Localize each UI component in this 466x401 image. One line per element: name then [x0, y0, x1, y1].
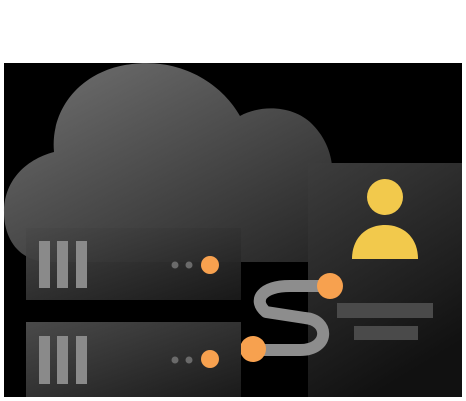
detail-line	[337, 303, 433, 318]
cloud-icon	[4, 63, 354, 262]
server-slot	[76, 336, 87, 384]
user-icon	[352, 179, 418, 259]
server-slot	[57, 336, 68, 384]
server-icon	[26, 322, 241, 397]
status-dot	[171, 261, 179, 269]
connector-icon	[240, 273, 343, 362]
status-dot	[171, 356, 179, 364]
detail-line	[354, 326, 418, 340]
server-slot	[57, 241, 68, 288]
connector-port	[240, 336, 266, 362]
status-dot	[185, 356, 193, 364]
status-light	[201, 350, 219, 368]
status-dot	[185, 261, 193, 269]
status-light	[201, 256, 219, 274]
server-slot	[39, 336, 50, 384]
server-icon	[26, 228, 241, 300]
server-slot	[76, 241, 87, 288]
server-slot	[39, 241, 50, 288]
connector-port	[317, 273, 343, 299]
